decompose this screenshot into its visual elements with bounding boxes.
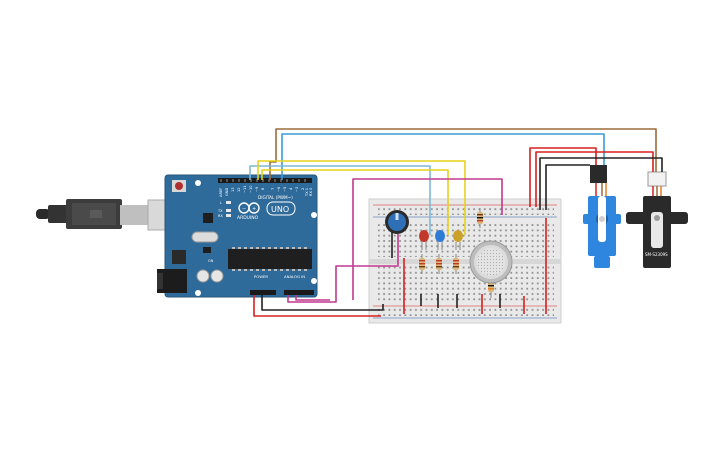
led-red bbox=[419, 230, 429, 250]
svg-text:+: + bbox=[252, 206, 256, 212]
usb-chip bbox=[203, 213, 213, 223]
arduino-logo: − + bbox=[238, 202, 260, 214]
power-header bbox=[250, 290, 276, 295]
led-tx-indicator bbox=[226, 209, 231, 212]
led-l-label: L bbox=[220, 201, 222, 205]
analog-header bbox=[284, 290, 314, 295]
voltage-regulator bbox=[172, 250, 186, 264]
potentiometer bbox=[385, 210, 409, 234]
resistor-yellow-led bbox=[453, 254, 459, 274]
pin-label-8: 8 bbox=[261, 187, 265, 190]
on-label: ON bbox=[208, 259, 214, 263]
servo-black: SM-S2309S bbox=[626, 171, 688, 268]
wire-black-servo1 bbox=[545, 164, 590, 210]
digital-label: DIGITAL (PWM~) bbox=[258, 195, 293, 200]
svg-text:−: − bbox=[242, 206, 246, 212]
wire-black-servo2 bbox=[539, 157, 663, 210]
capacitor-1 bbox=[196, 269, 210, 283]
wire-cyan-2 bbox=[249, 165, 431, 235]
wire-black-ground bbox=[261, 295, 384, 311]
arduino-brand: ARDUINO bbox=[237, 215, 259, 221]
servo-blue bbox=[583, 165, 621, 268]
wire-brown bbox=[269, 128, 657, 180]
wire-cyan bbox=[281, 133, 605, 180]
resistor-top bbox=[477, 208, 483, 228]
resistor-red-led bbox=[419, 254, 425, 274]
wire-yellow bbox=[257, 160, 466, 235]
pin-label-6: ~6 bbox=[277, 186, 281, 192]
pin-label-1: TX 1 bbox=[305, 188, 309, 197]
wire-magenta-3 bbox=[295, 295, 330, 301]
atmega-chip bbox=[228, 249, 312, 269]
wire-yellow-2 bbox=[261, 169, 449, 235]
capacitor-2 bbox=[210, 269, 224, 283]
wire-red-servo1 bbox=[529, 147, 597, 207]
led-l-indicator bbox=[226, 201, 231, 204]
arduino-uno-board: AREF GND 13 12 ~11 ~10 ~9 8 7 ~6 ~5 4 ~3… bbox=[157, 174, 318, 298]
wire-red-servo2 bbox=[535, 151, 654, 207]
pin-label-10: ~10 bbox=[249, 185, 253, 193]
pin-label-2: 2 bbox=[301, 188, 305, 190]
pin-label-4: 4 bbox=[289, 187, 293, 190]
pin-label-13: 13 bbox=[231, 187, 235, 192]
led-yellow bbox=[453, 230, 463, 250]
power-label: POWER bbox=[254, 274, 268, 279]
pin-label-aref: AREF bbox=[219, 188, 223, 197]
wire-magenta-top bbox=[352, 178, 503, 300]
led-rx-label: RX bbox=[218, 214, 223, 218]
led-blue bbox=[435, 230, 445, 250]
arduino-model: UNO bbox=[271, 205, 289, 214]
led-rx-indicator bbox=[226, 214, 231, 217]
pin-label-12: 12 bbox=[237, 187, 241, 192]
pin-label-gnd: GND bbox=[225, 188, 229, 196]
pin-label-3: ~3 bbox=[295, 187, 299, 192]
analog-label: ANALOG IN bbox=[284, 274, 305, 279]
wire-magenta-bottom bbox=[287, 234, 399, 303]
digital-header bbox=[218, 178, 312, 183]
servo-black-label: SM-S2309S bbox=[645, 252, 668, 257]
pin-label-7: 7 bbox=[271, 188, 275, 190]
pin-label-5: ~5 bbox=[283, 187, 287, 192]
usb-cable bbox=[36, 199, 185, 231]
wire-red-power bbox=[253, 295, 381, 317]
pin-label-11: ~11 bbox=[243, 185, 247, 193]
pin-label-9: ~9 bbox=[255, 186, 259, 192]
gas-sensor bbox=[469, 240, 513, 284]
pin-label-0: RX 0 bbox=[309, 187, 313, 196]
resistor-blue-led bbox=[436, 254, 442, 274]
crystal bbox=[191, 231, 219, 243]
led-tx-label: TX bbox=[217, 209, 223, 213]
